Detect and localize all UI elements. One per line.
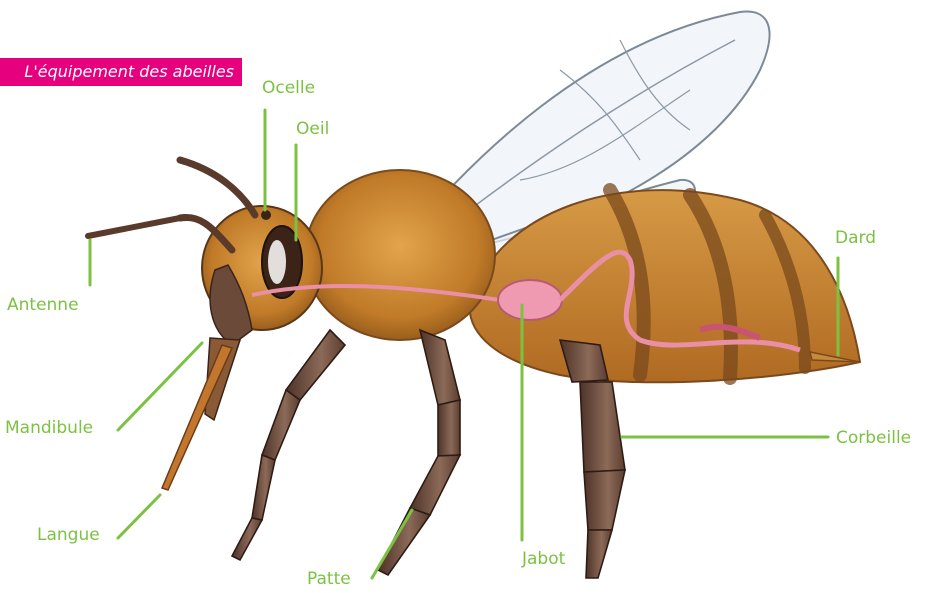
ocelli xyxy=(261,210,271,220)
label-antenne: Antenne xyxy=(7,295,79,315)
honey-crop xyxy=(498,280,562,320)
label-oeil: Oeil xyxy=(296,119,329,139)
pollen-basket xyxy=(580,382,625,472)
title-banner: L'équipement des abeilles xyxy=(0,58,242,86)
leader-mandibule xyxy=(118,343,202,430)
tongue xyxy=(162,345,232,490)
head xyxy=(202,206,322,345)
label-dard: Dard xyxy=(835,228,876,248)
thorax xyxy=(305,170,495,340)
label-ocelle: Ocelle xyxy=(262,78,315,98)
label-mandibule: Mandibule xyxy=(5,418,93,438)
label-jabot: Jabot xyxy=(522,549,565,569)
label-corbeille: Corbeille xyxy=(836,428,911,448)
label-langue: Langue xyxy=(37,525,100,545)
leader-langue xyxy=(118,495,160,538)
label-patte: Patte xyxy=(307,569,351,589)
